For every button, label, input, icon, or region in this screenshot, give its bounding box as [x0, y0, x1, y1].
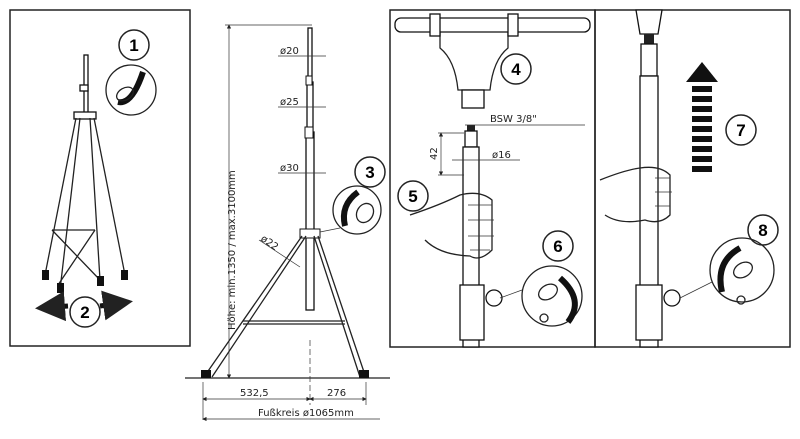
diameter-25-label: ø25 [280, 97, 299, 108]
panel-step-1-2: 1 2 [9, 9, 191, 347]
foot-circle-label: Fußkreis ø1065mm [258, 408, 354, 419]
panel-step-4-6: 4 BSW 3/8" 42 ø16 5 6 [389, 9, 596, 348]
thread-label: BSW 3/8" [490, 114, 537, 125]
svg-text:6: 6 [553, 237, 562, 256]
raise-up-arrow [686, 62, 718, 172]
t-bar-adapter [394, 13, 591, 109]
svg-text:1: 1 [129, 36, 138, 55]
height-label: Höhe: min.1350 / max.3100mm [227, 170, 238, 330]
folded-tripod [42, 54, 128, 293]
hand-icon [409, 192, 494, 259]
height-dimension: Höhe: min.1350 / max.3100mm [225, 24, 312, 379]
panel-frame [594, 9, 791, 348]
step-8-badge: 8 [747, 214, 779, 246]
lock-knob-detail [319, 185, 382, 235]
spigot-length-label: 42 [429, 147, 440, 160]
step-5-badge: 5 [397, 180, 429, 212]
svg-text:3: 3 [365, 163, 374, 182]
diameter-22-label: ø22 [258, 233, 280, 253]
step-4-badge: 4 [500, 53, 532, 85]
hand-icon [599, 166, 672, 223]
diameter-20-label: ø20 [280, 46, 299, 57]
svg-text:5: 5 [408, 187, 417, 206]
step-3-badge: 3 [354, 156, 386, 188]
step-6-badge: 6 [542, 230, 574, 262]
svg-text:2: 2 [80, 303, 89, 322]
step-7-badge: 7 [725, 114, 757, 146]
step-1-badge: 1 [118, 29, 150, 61]
lock-knob-detail [105, 64, 157, 116]
extended-pole [635, 9, 681, 348]
panel-frame [9, 9, 191, 347]
spread-legs-arrows [35, 290, 133, 322]
svg-text:8: 8 [758, 221, 767, 240]
spigot [459, 125, 503, 348]
right-base-label: 276 [327, 388, 346, 399]
svg-text:4: 4 [511, 60, 521, 79]
panel-step-7-8: 7 8 [594, 9, 791, 348]
diameter-16-label: ø16 [492, 150, 511, 161]
diameter-30-label: ø30 [280, 163, 299, 174]
left-base-label: 532,5 [240, 388, 269, 399]
step-2-badge: 2 [69, 296, 101, 328]
lock-knob-detail [679, 237, 775, 305]
lock-knob-detail [499, 265, 583, 327]
svg-text:7: 7 [736, 121, 745, 140]
panel-dimensions: Höhe: min.1350 / max.3100mm ø20 ø25 ø30 … [185, 24, 390, 422]
